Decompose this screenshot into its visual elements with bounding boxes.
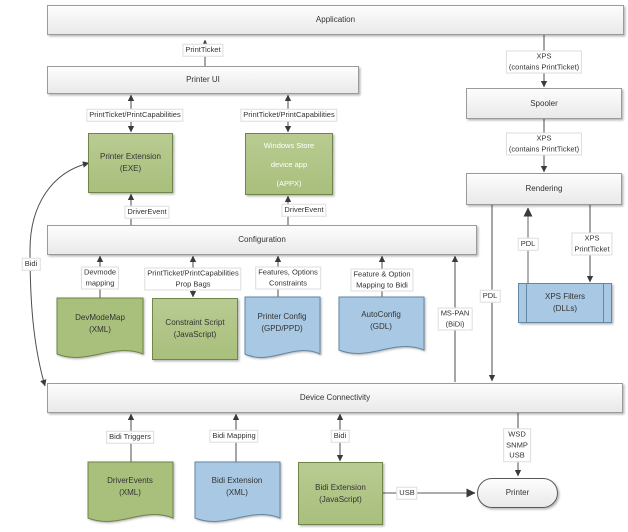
node-device-connectivity: Device Connectivity <box>47 383 623 413</box>
node-configuration: Configuration <box>47 225 477 255</box>
label-bidi-curve: Bidi <box>21 257 41 271</box>
label-features-options: Features, Options Constraints <box>255 266 321 290</box>
label-driverevent-left: DriverEvent <box>124 205 170 219</box>
node-bidi-extension-js: Bidi Extension (JavaScript) <box>298 462 383 525</box>
doc-printer-config <box>244 296 321 358</box>
node-spooler: Spooler <box>466 88 622 119</box>
label-ptpc-left: PrintTicket/PrintCapabilities <box>86 108 184 122</box>
doc-driverevents <box>87 461 174 522</box>
label-ptpc-prop-bags: PrintTicket/PrintCapabilities Prop Bags <box>144 267 242 291</box>
label-bidi-bottom: Bidi <box>330 429 350 443</box>
doc-devmodemap <box>56 297 144 358</box>
doc-autoconfig <box>338 296 425 354</box>
label-bidi-mapping: Bidi Mapping <box>209 429 259 443</box>
label-xps-contains-2: XPS (contains PrintTicket) <box>505 132 583 156</box>
xps-filters-right-bar <box>603 284 604 322</box>
doc-driverevents-label: DriverEvents (XML) <box>107 476 153 497</box>
label-devmode-mapping: Devmode mapping <box>80 266 120 290</box>
node-rendering: Rendering <box>466 173 622 205</box>
node-windows-store-device-app: Windows Store device app (APPX) <box>245 133 333 195</box>
xps-filters-label: XPS Filters (DLLs) <box>544 292 585 313</box>
label-feature-option-bidi: Feature & Option Mapping to Bidi <box>350 268 414 292</box>
label-ms-pan: MS-PAN (BiDi) <box>437 307 473 331</box>
label-pdl-up: PDL <box>517 237 539 251</box>
xps-filters-left-bar <box>526 284 527 322</box>
node-printer-extension: Printer Extension (EXE) <box>88 133 173 193</box>
doc-bidi-extension-xml-label: Bidi Extension (XML) <box>211 476 263 497</box>
label-wsd-snmp-usb: WSD SNMP USB <box>503 428 531 462</box>
node-printer: Printer <box>477 478 558 508</box>
wire-bidi-curve <box>29 161 90 387</box>
node-application: Application <box>47 5 624 35</box>
label-printticket: PrintTicket <box>182 43 224 57</box>
node-constraint-script: Constraint Script (JavaScript) <box>152 298 238 360</box>
doc-autoconfig-label: AutoConfig (GDL) <box>361 310 401 331</box>
label-driverevent-right: DriverEvent <box>281 203 327 217</box>
node-xps-filters: XPS Filters (DLLs) <box>518 283 612 323</box>
label-xps-contains-1: XPS (contains PrintTicket) <box>505 50 583 74</box>
node-printer-ui: Printer UI <box>47 66 359 94</box>
doc-printer-config-label: Printer Config (GPD/PPD) <box>257 312 307 333</box>
label-ptpc-right: PrintTicket/PrintCapabilities <box>240 108 338 122</box>
label-xps-printticket: XPS PrintTicket <box>571 232 613 256</box>
doc-bidi-extension-xml <box>194 461 281 522</box>
label-usb: USB <box>396 486 418 500</box>
doc-devmodemap-label: DevModeMap (XML) <box>75 313 125 334</box>
label-pdl-down: PDL <box>479 289 501 303</box>
label-bidi-triggers: Bidi Triggers <box>106 430 154 444</box>
